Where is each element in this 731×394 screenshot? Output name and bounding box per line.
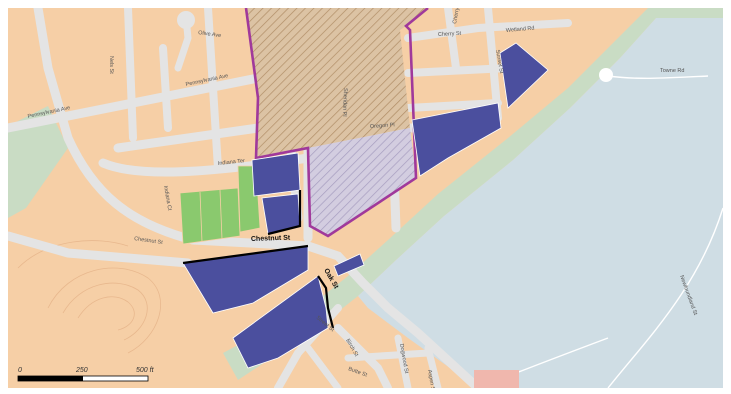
label-cherry-st: Cherry St xyxy=(438,31,462,38)
label-wetland-rd: Wetland Rd xyxy=(506,26,535,34)
development-area-north xyxy=(246,8,428,158)
label-oregon-pl: Oregon Pl xyxy=(370,122,395,130)
blue-parcels xyxy=(182,42,549,369)
river-water xyxy=(358,18,723,388)
commercial-parcel xyxy=(474,370,519,388)
map: Nels St Olive Ave Pennsylvania Ave Penns… xyxy=(8,8,723,388)
district-boundary xyxy=(244,8,429,238)
label-indiana-ct: Indiana Ct xyxy=(162,185,172,211)
label-dogwood-st: Dogwood St xyxy=(398,343,409,374)
label-nels-st: Nels St xyxy=(108,56,114,74)
cul-de-sac xyxy=(599,68,613,82)
label-towne-rd: Towne Rd xyxy=(660,68,684,74)
roundabout xyxy=(177,11,195,29)
map-canvas: Nels St Olive Ave Pennsylvania Ave Penns… xyxy=(8,8,723,388)
scale-label-0: 0 xyxy=(18,367,22,374)
park-area-left xyxy=(8,106,68,218)
label-sunset-st: Sunset St xyxy=(494,49,504,74)
label-chestnut-st-main: Chestnut St xyxy=(251,235,291,243)
scale-label-500: 500 ft xyxy=(136,367,155,374)
label-indiana-ter: Indiana Ter xyxy=(218,158,246,167)
scale-label-250: 250 xyxy=(75,367,88,374)
label-olive-ave: Olive Ave xyxy=(198,30,222,39)
river-bank xyxy=(223,8,723,380)
label-sheridan-pl: Sheridan Pl xyxy=(341,88,348,117)
parcel-edges xyxy=(182,190,335,329)
scale-bar: 0 250 500 ft xyxy=(17,367,155,382)
label-aspen-st: Aspen St xyxy=(426,369,436,388)
terrain-contours xyxy=(17,240,162,354)
label-chestnut-st-left: Chestnut St xyxy=(134,236,164,246)
label-cherry-ct: Cherry Ct xyxy=(452,8,462,24)
development-area-south xyxy=(308,128,416,236)
